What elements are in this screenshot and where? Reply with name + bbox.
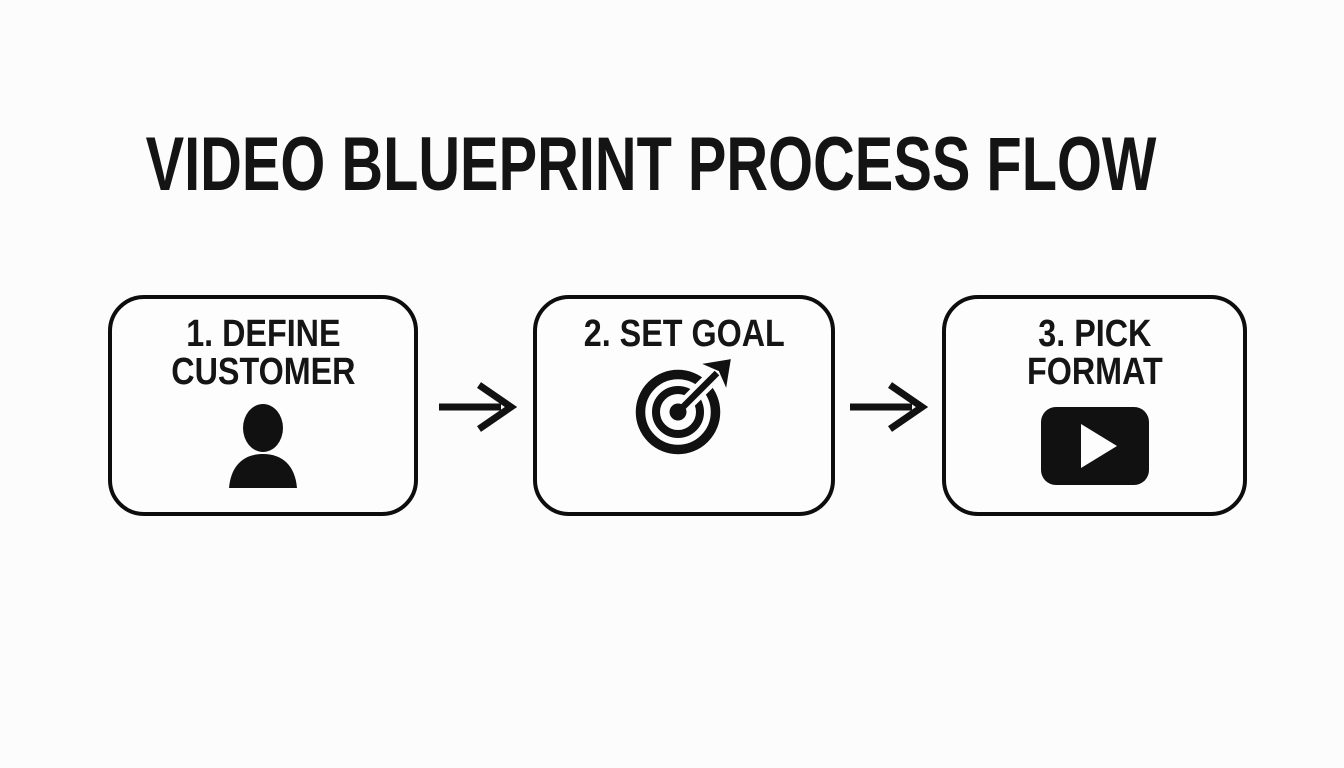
flow-arrow-icon [437,381,518,438]
page-title: VIDEO BLUEPRINT PROCESS FLOW [145,122,1157,207]
step-box-pick-format: 3. PICK FORMAT [942,295,1247,516]
target-arrow-icon [629,356,739,462]
step-label-line: FORMAT [1026,351,1163,393]
step-label-line: 2. SET GOAL [583,313,785,355]
step-label-line: 3. PICK [1037,313,1152,355]
step-box-define-customer: 1. DEFINE CUSTOMER [108,295,418,516]
step-label-line: 1. DEFINE [185,313,341,355]
step-box-set-goal: 2. SET GOAL [533,295,835,516]
step-label: 2. SET GOAL [583,315,784,353]
step-label: 1. DEFINE CUSTOMER [171,315,355,391]
person-icon [221,404,305,488]
step-label: 3. PICK FORMAT [1027,315,1163,391]
flow-arrow-icon [848,381,929,438]
video-play-icon [1040,407,1149,485]
step-label-line: CUSTOMER [170,351,356,393]
